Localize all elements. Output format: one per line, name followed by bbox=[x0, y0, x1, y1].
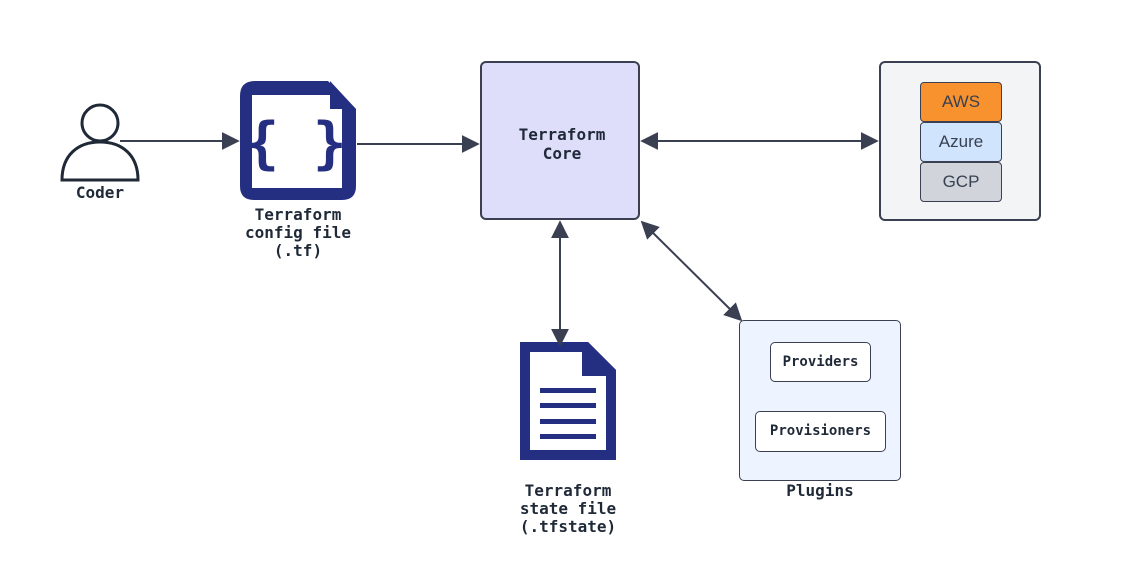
config-file-icon bbox=[240, 81, 356, 200]
coder-person-icon bbox=[60, 103, 140, 182]
terraform-core-label-line-1: Terraform bbox=[518, 125, 606, 144]
config-file-label-line-1: Terraform bbox=[254, 205, 342, 224]
terraform-core-node: Terraform Core bbox=[480, 61, 640, 220]
plugins-label: Plugins bbox=[786, 481, 854, 500]
terraform-core-label: Terraform Core bbox=[482, 125, 642, 163]
config-file-braces-glyph: { } bbox=[245, 111, 346, 176]
gcp-provider-box: GCP bbox=[920, 162, 1002, 202]
config-file-label: Terraform config file (.tf) bbox=[218, 206, 378, 260]
edge-core-plugins bbox=[640, 220, 743, 322]
provisioners-box: Provisioners bbox=[755, 411, 886, 452]
terraform-core-label-line-2: Core bbox=[542, 144, 582, 163]
config-file-label-line-3: (.tf) bbox=[273, 241, 323, 260]
state-file-icon bbox=[520, 342, 616, 460]
state-file-label-line-2: state file bbox=[519, 499, 617, 518]
coder-label: Coder bbox=[75, 183, 125, 202]
state-file-label-line-3: (.tfstate) bbox=[519, 517, 617, 536]
cloud-providers-node: AWS Azure GCP bbox=[879, 61, 1041, 221]
providers-box: Providers bbox=[770, 342, 871, 382]
plugins-node: Providers Provisioners bbox=[739, 320, 901, 481]
azure-provider-box: Azure bbox=[920, 122, 1002, 162]
config-file-label-line-2: config file bbox=[245, 223, 351, 242]
state-file-label: Terraform state file (.tfstate) bbox=[488, 482, 648, 536]
state-file-label-line-1: Terraform bbox=[524, 481, 612, 500]
aws-provider-box: AWS bbox=[920, 82, 1002, 122]
